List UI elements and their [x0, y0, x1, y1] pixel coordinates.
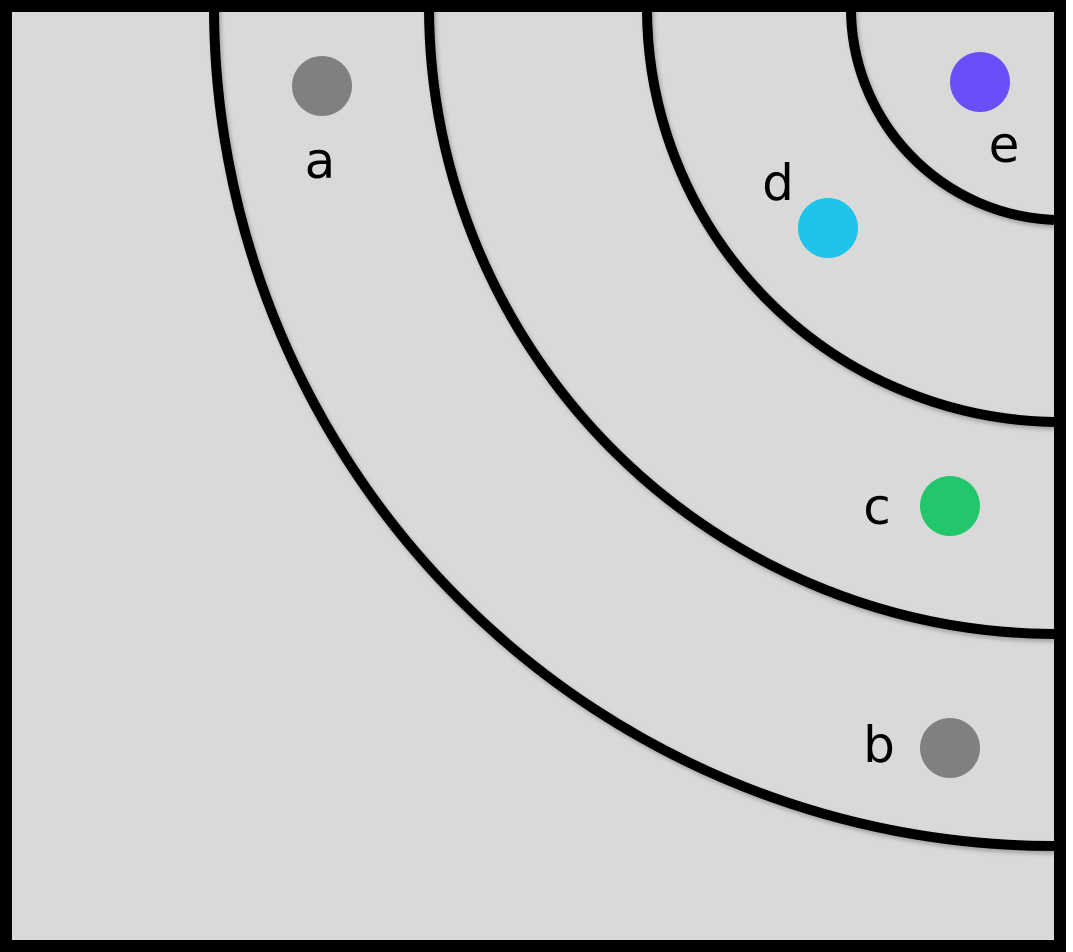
- point-d-dot: [798, 198, 858, 258]
- point-b-dot: [920, 718, 980, 778]
- point-d-label: d: [762, 154, 794, 212]
- diagram-background: [6, 6, 1060, 946]
- point-b-label: b: [863, 716, 895, 774]
- ring-boundary-1: [209, 10, 1055, 851]
- point-e-dot: [950, 52, 1010, 112]
- ring-boundary-2: [424, 10, 1055, 639]
- ring-boundary-3: [642, 10, 1055, 427]
- point-c-dot: [920, 476, 980, 536]
- point-e-label: e: [989, 116, 1020, 174]
- ring-boundary-4: [846, 10, 1055, 225]
- point-c-label: c: [863, 478, 891, 536]
- point-a-dot: [292, 56, 352, 116]
- point-a-label: a: [305, 132, 336, 190]
